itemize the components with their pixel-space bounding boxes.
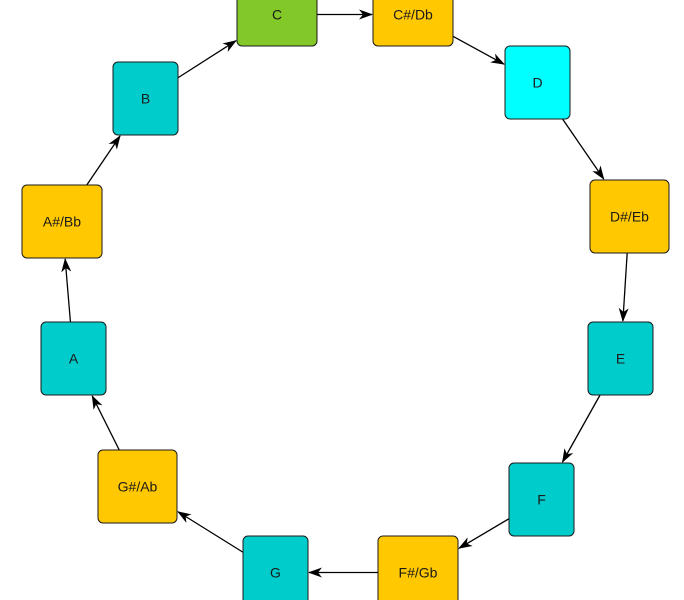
note-label-cs: C#/Db (393, 7, 433, 23)
note-node-as: A#/Bb (21, 184, 103, 259)
note-node-gs: G#/Ab (97, 449, 178, 524)
note-label-as: A#/Bb (43, 214, 81, 230)
arrow-d-to-ds (562, 118, 605, 180)
arrow-ds-to-e (618, 252, 629, 322)
arrow-gs-to-a (91, 395, 120, 451)
note-label-fs: F#/Gb (399, 565, 438, 581)
note-label-ds: D#/Eb (610, 209, 649, 225)
arrow-e-to-f (561, 394, 601, 463)
nodes: C C#/DbD D#/EbE F F#/Gb G G#/Ab A A#/Bb B (21, 0, 670, 600)
arrow-a-to-as (61, 258, 72, 323)
note-box-gs (97, 449, 178, 524)
note-node-g: G (242, 535, 309, 600)
note-node-fs: F#/Gb (377, 535, 459, 600)
note-box-f (508, 462, 575, 537)
note-node-f: F (508, 462, 575, 537)
note-box-ds (589, 179, 670, 254)
note-box-b (112, 61, 179, 136)
note-label-gs: G#/Ab (118, 479, 158, 495)
note-box-cs (372, 0, 454, 47)
note-box-e (587, 321, 654, 396)
edges (61, 9, 629, 578)
note-box-a (40, 321, 107, 396)
note-label-a: A (69, 351, 79, 367)
arrow-cs-to-d (452, 35, 505, 65)
note-box-c (236, 0, 318, 47)
note-label-e: E (616, 351, 625, 367)
note-box-fs (377, 535, 459, 600)
note-node-ds: D#/Eb (589, 179, 670, 254)
note-node-c: C (236, 0, 318, 47)
note-label-b: B (141, 91, 150, 107)
note-label-c: C (272, 7, 282, 23)
note-box-as (21, 184, 103, 259)
note-box-d (504, 45, 571, 120)
arrow-g-to-gs (177, 511, 244, 553)
note-node-a: A (40, 321, 107, 396)
note-node-cs: C#/Db (372, 0, 454, 47)
note-node-e: E (587, 321, 654, 396)
note-node-d: D (504, 45, 571, 120)
note-label-g: G (270, 565, 281, 581)
arrow-b-to-c (177, 40, 237, 79)
note-box-g (242, 535, 309, 600)
arrow-as-to-b (86, 135, 121, 186)
note-node-b: B (112, 61, 179, 136)
note-label-f: F (537, 492, 546, 508)
note-label-d: D (532, 75, 542, 91)
arrow-f-to-fs (458, 518, 510, 549)
